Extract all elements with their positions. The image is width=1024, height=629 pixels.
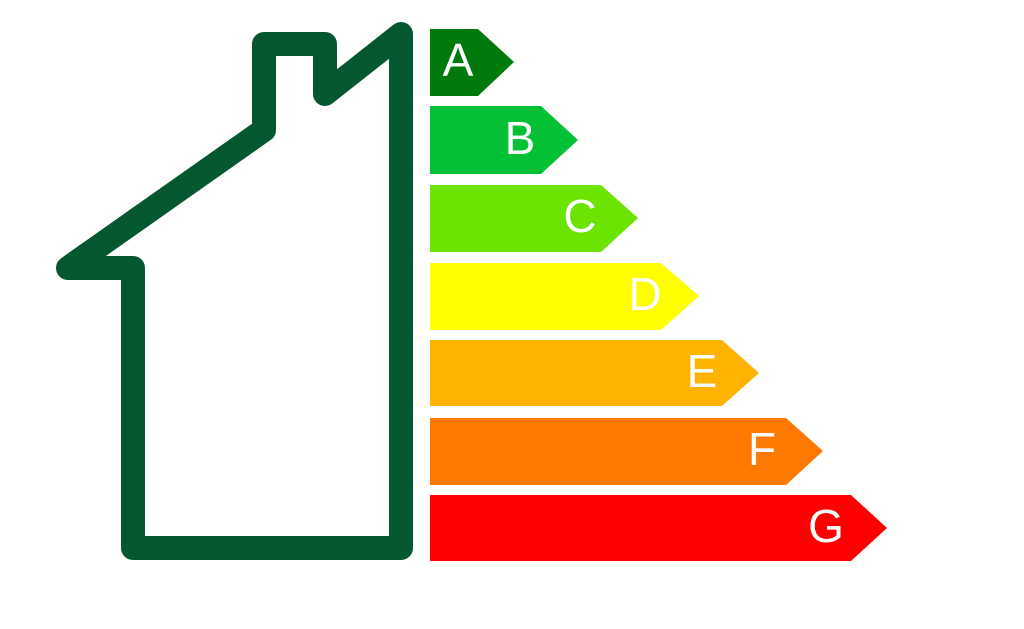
rating-bar-c-arrow [430, 185, 638, 252]
rating-bar-b: B [430, 106, 578, 174]
rating-bar-e: E [430, 340, 759, 406]
rating-letter-f: F [748, 423, 776, 475]
rating-bar-g-arrow [430, 495, 887, 561]
rating-bar-f: F [430, 418, 823, 485]
rating-bar-b-arrow [430, 106, 578, 174]
rating-letter-a: A [443, 34, 474, 86]
rating-letter-g: G [808, 500, 844, 552]
rating-bar-f-arrow [430, 418, 823, 485]
rating-letter-b: B [505, 112, 536, 164]
rating-bar-a-arrow [430, 29, 514, 96]
rating-letter-e: E [687, 345, 718, 397]
rating-bar-e-arrow [430, 340, 759, 406]
house-outline-icon [56, 22, 413, 560]
rating-bar-a: A [430, 29, 514, 96]
rating-bar-g: G [430, 495, 887, 561]
rating-bar-d: D [430, 263, 699, 330]
rating-bar-d-arrow [430, 263, 699, 330]
rating-bar-c: C [430, 185, 638, 252]
rating-letter-d: D [628, 268, 661, 320]
rating-letter-c: C [563, 190, 596, 242]
